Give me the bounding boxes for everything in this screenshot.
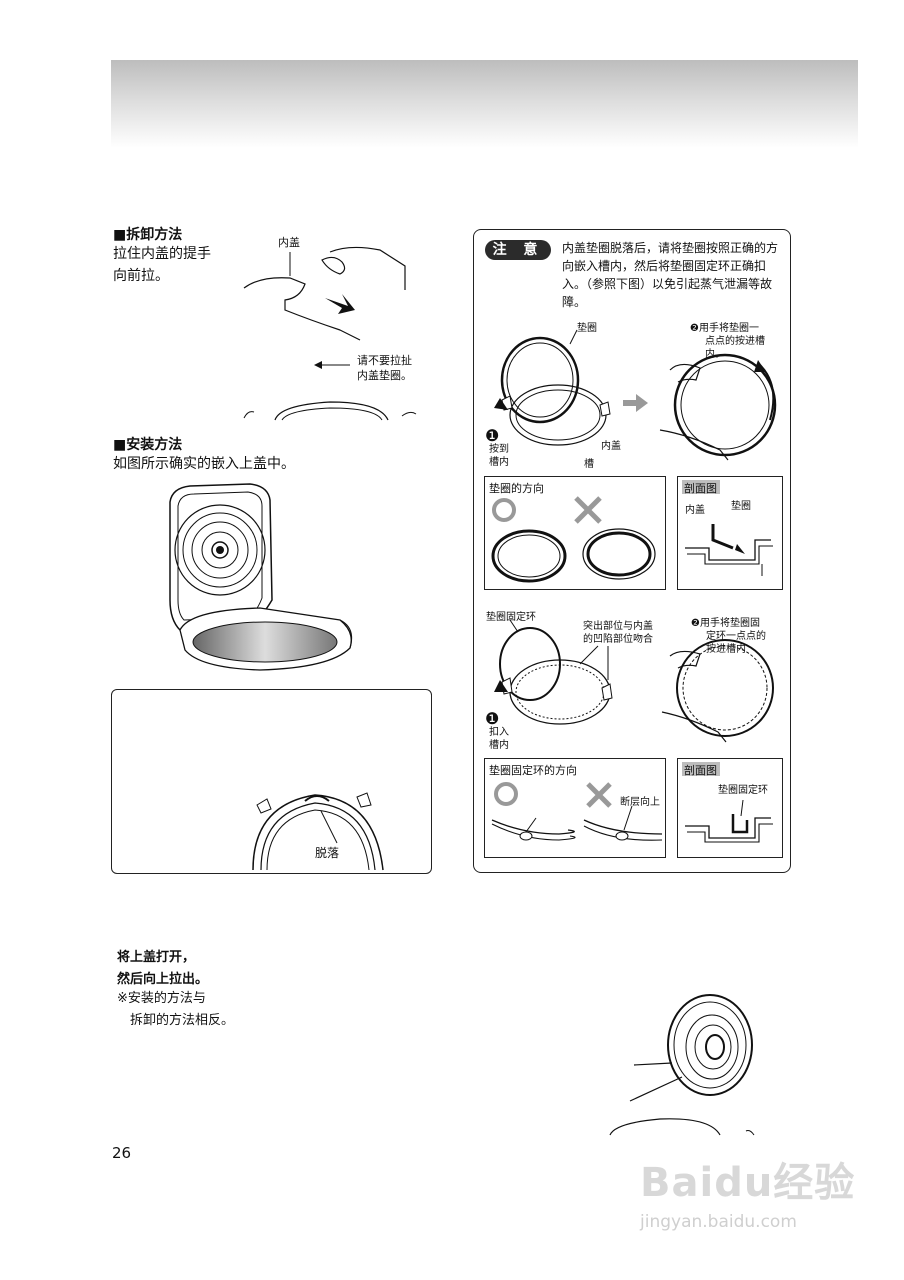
step2a-line1: ❷用手将垫圈一 <box>690 323 759 334</box>
step2b-line2: 定环一点点的 <box>706 631 766 642</box>
ring-direction-title: 垫圈固定环的方向 <box>489 764 577 777</box>
section-gasket: 垫圈 <box>731 501 751 512</box>
removal-illustration <box>243 246 417 421</box>
step1b-num: ❶ <box>485 709 500 728</box>
section-inner-lid: 内盖 <box>685 505 705 516</box>
ring-illustration <box>494 619 774 743</box>
step1a-line2: 槽内 <box>489 457 509 468</box>
caution-text: 内盖垫圈脱落后，请将垫圈按照正确的方向嵌入槽内，然后将垫圈固定环正确扣入。（参照… <box>562 241 779 309</box>
removal-desc-2: 向前拉。 <box>113 268 169 284</box>
step2a-line3: 内。 <box>705 349 725 360</box>
ring-label: 垫圈固定环 <box>486 612 536 623</box>
section2-illustration <box>685 799 773 843</box>
section2-title-bg <box>682 762 720 776</box>
step2a-line2: 点点的按进槽 <box>705 336 765 347</box>
header-band <box>111 60 858 148</box>
warn-line-2: 内盖垫圈。 <box>357 369 412 382</box>
detach-ring-illustration <box>252 792 384 871</box>
step1a-line1: 按到 <box>489 444 509 455</box>
warn-line-1: 请不要拉扯 <box>357 354 412 367</box>
ring-broken-label: 断层向上 <box>620 797 660 808</box>
inner-lid-caution-label: 内盖 <box>601 441 621 452</box>
step2b-line1: ❷用手将垫圈固 <box>691 618 760 629</box>
ring-direction-illustration <box>491 782 663 841</box>
protrusion-line2: 的凹陷部位吻合 <box>583 634 653 645</box>
section-box <box>677 476 783 590</box>
watermark-url: jingyan.baidu.com <box>640 1212 797 1232</box>
step1b-line2: 槽内 <box>489 740 509 751</box>
protrusion-line1: 突出部位与内盖 <box>583 621 653 632</box>
bottom-lid-illustration <box>609 994 755 1136</box>
inner-lid-label: 内盖 <box>278 236 300 249</box>
page-number: 26 <box>112 1144 132 1162</box>
step2b-line3: 按进槽内 <box>706 644 746 655</box>
gasket-direction-title: 垫圈的方向 <box>489 482 544 495</box>
step1a-num: ❶ <box>485 426 500 445</box>
cooker-lid-illustration <box>169 483 353 671</box>
caution-top-illustration <box>494 329 777 461</box>
section-title: 剖面图 <box>684 482 717 495</box>
section2-ring: 垫圈固定环 <box>718 785 768 796</box>
install-title: ■安装方法 <box>113 437 183 453</box>
step1b-line1: 扣入 <box>489 727 509 738</box>
install-desc: 如图所示确实的嵌入上盖中。 <box>113 456 295 472</box>
gasket-label: 垫圈 <box>577 323 597 334</box>
removal-desc-1: 拉住内盖的提手 <box>113 246 211 262</box>
bottom-line1: 将上盖打开， <box>117 950 196 965</box>
bottom-note1: ※安装的方法与 <box>117 991 206 1006</box>
gasket-direction-illustration <box>491 496 656 583</box>
removal-title: ■拆卸方法 <box>113 227 183 243</box>
detach-label: 脱落 <box>315 846 340 860</box>
section-title-bg <box>682 480 720 494</box>
ring-direction-box <box>484 758 666 858</box>
section-illustration <box>685 524 773 576</box>
watermark-brand: Baidu经验 <box>640 1160 856 1206</box>
groove-label: 槽 <box>584 459 594 470</box>
bottom-line2: 然后向上拉出。 <box>117 972 209 987</box>
caution-badge: 注 意 <box>485 240 551 260</box>
section2-title: 剖面图 <box>684 764 717 777</box>
bottom-note2: 拆卸的方法相反。 <box>117 1013 235 1028</box>
